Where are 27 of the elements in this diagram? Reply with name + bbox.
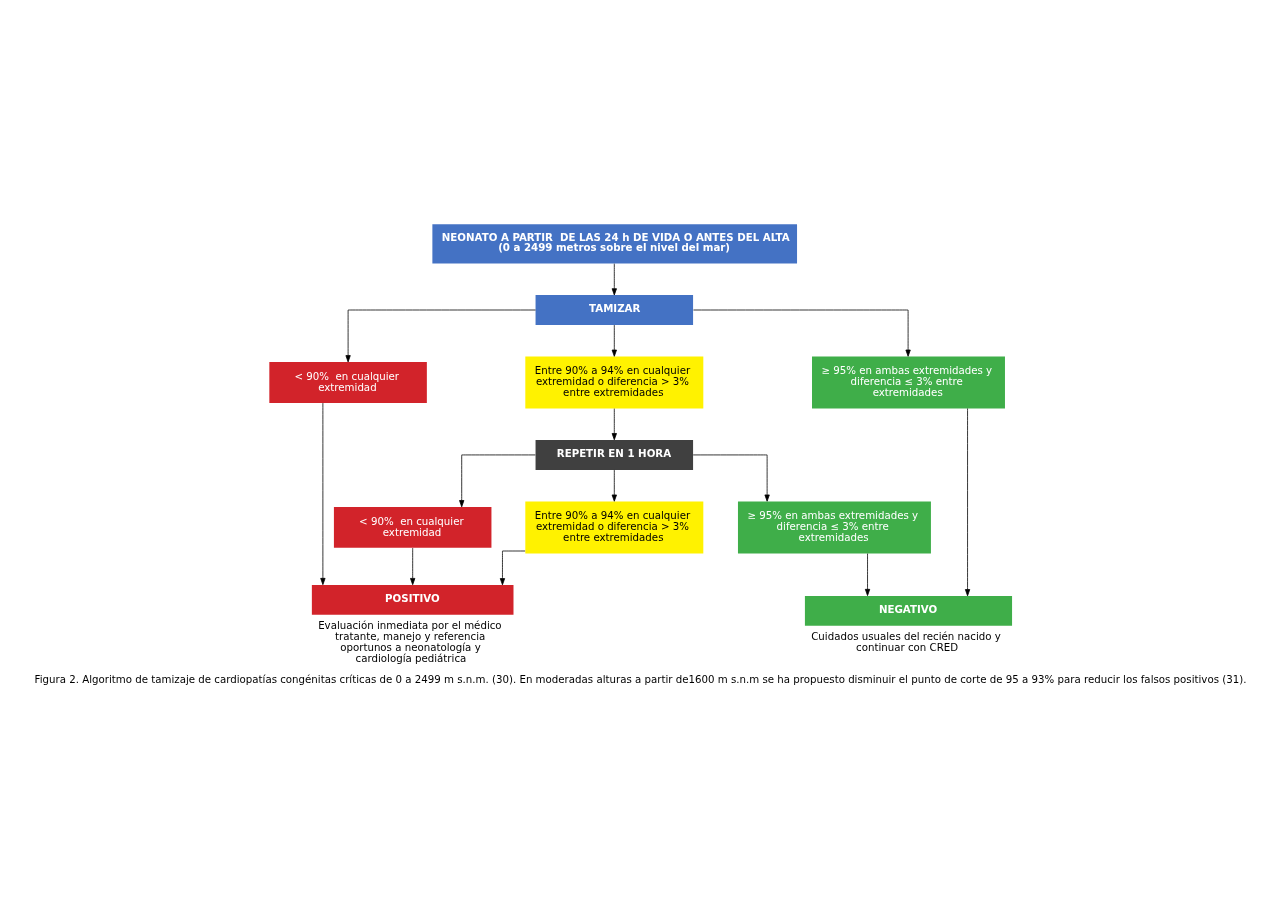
arrow bbox=[611, 324, 617, 357]
arrow bbox=[611, 407, 617, 440]
arrow bbox=[693, 309, 911, 357]
arrow bbox=[611, 262, 617, 295]
node-box: NEONATO A PARTIR DE LAS 24 h DE VIDA O ANTES DEL ALTA (0 a 2499 metros sobre el nivel del mar) bbox=[432, 223, 798, 264]
node-box: < 90% en cualquier extremidad bbox=[269, 361, 427, 403]
arrow bbox=[692, 454, 770, 502]
arrow bbox=[410, 547, 416, 585]
arrow bbox=[611, 469, 617, 502]
node-box: Entre 90% a 94% en cualquier extremidad o diferencia > 3% entre extremidades bbox=[525, 500, 704, 553]
arrow bbox=[499, 550, 526, 585]
node-box: TAMIZAR bbox=[535, 294, 694, 325]
node-box: < 90% en cualquier extremidad bbox=[333, 506, 492, 548]
node-box: ≥ 95% en ambas extremidades y diferencia ≤ 3% entre extremidades bbox=[737, 500, 931, 553]
arrow bbox=[964, 407, 971, 596]
caption: Figura 2. Algoritmo de tamizaje de cardiopatías congénitas críticas de 0 a 2499 m s.n.m. (30). En moderadas alturas a partir de1600 m s.n.m se ha propuesto disminuir el punto de corte de 95 a 93% para reducir los falsos positivos (31). bbox=[34, 673, 1247, 685]
arrow bbox=[320, 402, 326, 585]
node-label: Evaluación inmediata por el médico tratante, manejo y referencia oportunos a neonatología y cardiología pediátrica bbox=[318, 619, 502, 664]
node-box: ≥ 95% en ambas extremidades y diferencia ≤ 3% entre extremidades bbox=[812, 355, 1005, 408]
node-box: REPETIR EN 1 HORA bbox=[535, 439, 694, 470]
arrow bbox=[459, 454, 536, 507]
node-box: POSITIVO bbox=[311, 584, 514, 615]
arrow bbox=[345, 309, 536, 362]
node-label: Cuidados usuales del recién nacido y continuar con CRED bbox=[811, 630, 1001, 653]
node-box: Entre 90% a 94% en cualquier extremidad o diferencia > 3% entre extremidades bbox=[525, 355, 704, 408]
arrow bbox=[864, 552, 871, 596]
node-box: NEGATIVO bbox=[804, 595, 1013, 626]
